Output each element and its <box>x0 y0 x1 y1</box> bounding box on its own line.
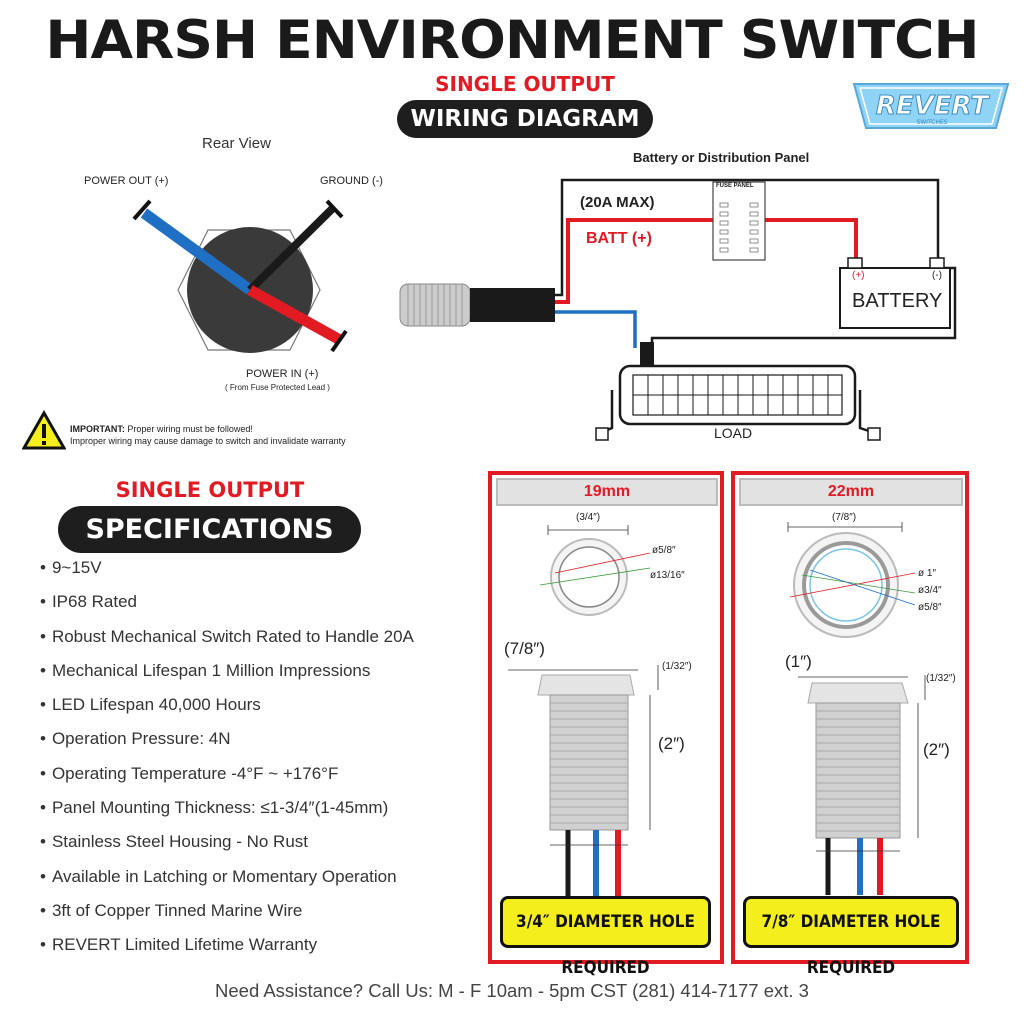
battery <box>839 267 951 329</box>
spec-item: Mechanical Lifespan 1 Million Impression… <box>40 659 414 693</box>
spec-item: Stainless Steel Housing - No Rust <box>40 830 414 864</box>
spec-item: 9~15V <box>40 556 414 590</box>
footer-contact: Need Assistance? Call Us: M - F 10am - 5… <box>215 980 809 1001</box>
red-wire <box>247 285 343 345</box>
battery-label: BATTERY <box>852 290 943 312</box>
spec-item: 3ft of Copper Tinned Marine Wire <box>40 899 414 933</box>
fuse-panel-label: FUSE PANEL <box>716 183 754 189</box>
p19-lip-dim: (1/32″) <box>662 661 692 672</box>
panel-22mm <box>731 471 969 964</box>
ground-label: GROUND (-) <box>320 175 383 187</box>
panel-22mm-size: 22mm <box>739 478 963 506</box>
p22-diameter-1: ø 1″ <box>918 568 936 579</box>
rear-view-title: Rear View <box>202 135 271 152</box>
switch-22mm-drawing <box>787 522 926 895</box>
panel-title: Battery or Distribution Panel <box>633 150 810 165</box>
p19-length-dim: (2″) <box>658 734 685 753</box>
p22-top-dim: (7/8″) <box>832 512 857 523</box>
blue-wire <box>140 208 254 295</box>
spec-item: Available in Latching or Momentary Opera… <box>40 865 414 899</box>
power-in-label: POWER IN (+) <box>246 368 319 380</box>
p22-diameter-2: ø3/4″ <box>918 585 942 596</box>
switch-19mm-drawing <box>508 525 659 900</box>
panel-19mm <box>488 471 724 964</box>
power-in-note: ( From Fuse Protected Lead ) <box>225 383 330 392</box>
spec-item: Operation Pressure: 4N <box>40 727 414 761</box>
specs-single-output-heading: SINGLE OUTPUT <box>115 478 305 502</box>
load-label: LOAD <box>714 425 753 441</box>
max-amp-label: (20A MAX) <box>580 194 655 211</box>
page-title: HARSH ENVIRONMENT SWITCH <box>45 9 979 71</box>
p19-diameter-2: ø13/16″ <box>650 570 685 581</box>
warning-bold: IMPORTANT: <box>70 424 125 434</box>
panel-19mm-size: 19mm <box>496 478 718 506</box>
p19-width-dim: (7/8″) <box>504 639 545 658</box>
warning-line1: Proper wiring must be followed! <box>124 424 253 434</box>
warning-text: IMPORTANT: Proper wiring must be followe… <box>70 423 346 447</box>
p19-diameter-1: ø5/8″ <box>652 545 676 556</box>
svg-text:REVERT: REVERT <box>876 91 991 121</box>
specifications-heading: SPECIFICATIONS <box>58 506 361 553</box>
revert-logo: REVERT SWITCHES <box>852 83 1010 129</box>
rear-view-diagram <box>132 199 348 353</box>
p22-hole-required: 7/8″ DIAMETER HOLE REQUIRED <box>743 896 959 978</box>
p22-width-dim: (1″) <box>785 652 812 671</box>
spec-item: Robust Mechanical Switch Rated to Handle… <box>40 625 414 659</box>
spec-item: REVERT Limited Lifetime Warranty <box>40 933 414 967</box>
black-wire <box>247 205 336 293</box>
wiring-diagram <box>399 178 957 441</box>
warning-icon <box>22 410 66 450</box>
batt-label: BATT (+) <box>586 230 652 247</box>
power-out-label: POWER OUT (+) <box>84 175 169 187</box>
spec-item: LED Lifespan 40,000 Hours <box>40 693 414 727</box>
spec-list: 9~15V IP68 Rated Robust Mechanical Switc… <box>40 556 414 968</box>
spec-item: IP68 Rated <box>40 590 414 624</box>
spec-item: Operating Temperature -4°F ~ +176°F <box>40 762 414 796</box>
svg-text:SWITCHES: SWITCHES <box>916 119 947 126</box>
p22-diameter-3: ø5/8″ <box>918 602 942 613</box>
p19-hole-required: 3/4″ DIAMETER HOLE REQUIRED <box>500 896 711 978</box>
single-output-heading: SINGLE OUTPUT <box>435 72 615 96</box>
spec-item: Panel Mounting Thickness: ≤1-3/4″(1-45mm… <box>40 796 414 830</box>
p19-top-dim: (3/4″) <box>576 512 601 523</box>
wiring-diagram-heading: WIRING DIAGRAM <box>397 100 653 138</box>
p22-length-dim: (2″) <box>923 740 950 759</box>
battery-neg-label: (-) <box>932 270 942 281</box>
warning-line2: Improper wiring may cause damage to swit… <box>70 436 346 446</box>
p22-lip-dim: (1/32″) <box>926 673 956 684</box>
battery-pos-label: (+) <box>852 270 865 281</box>
